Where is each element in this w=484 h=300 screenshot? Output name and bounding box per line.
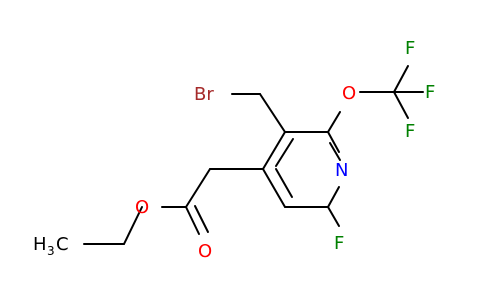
- atom-f-cf3-bottom: F: [405, 121, 415, 142]
- bond-n-c6: [327, 186, 340, 208]
- atom-ch3-c: C: [56, 234, 69, 255]
- bond-c4-c3-double: [275, 138, 294, 167]
- bond-ch2-c3: [259, 93, 286, 133]
- bond-c4-c3: [262, 131, 286, 170]
- bond-c2-o: [327, 111, 341, 133]
- atom-o-ether: O: [342, 83, 356, 104]
- atom-o-ester: O: [135, 197, 149, 218]
- bond-c5-c4-double: [275, 168, 293, 198]
- bond-c2-n-double: [329, 142, 341, 161]
- bond-c-o-carbonyl: [185, 206, 200, 235]
- bond-lines: [83, 65, 424, 245]
- atom-f-ring: F: [334, 233, 344, 254]
- bond-c2-n: [327, 131, 340, 153]
- atom-n-ring: N: [335, 160, 348, 181]
- atom-ch3-subscript: 3: [47, 244, 55, 258]
- bond-c6-f: [327, 206, 340, 227]
- bond-c5-c4: [262, 168, 286, 208]
- bond-o-ch2: [123, 206, 143, 245]
- atom-br: Br: [194, 84, 214, 105]
- atom-f-cf3-top: F: [405, 38, 415, 59]
- atom-ch3-h: H: [33, 234, 47, 255]
- bond-ch2-c: [185, 168, 211, 208]
- atom-f-cf3-right: F: [425, 82, 435, 103]
- bond-c-o-carbonyl-double: [194, 205, 209, 233]
- bond-c-f-top: [393, 65, 409, 93]
- atom-o-carbonyl: O: [198, 241, 212, 262]
- bond-c-f-bottom: [393, 91, 409, 119]
